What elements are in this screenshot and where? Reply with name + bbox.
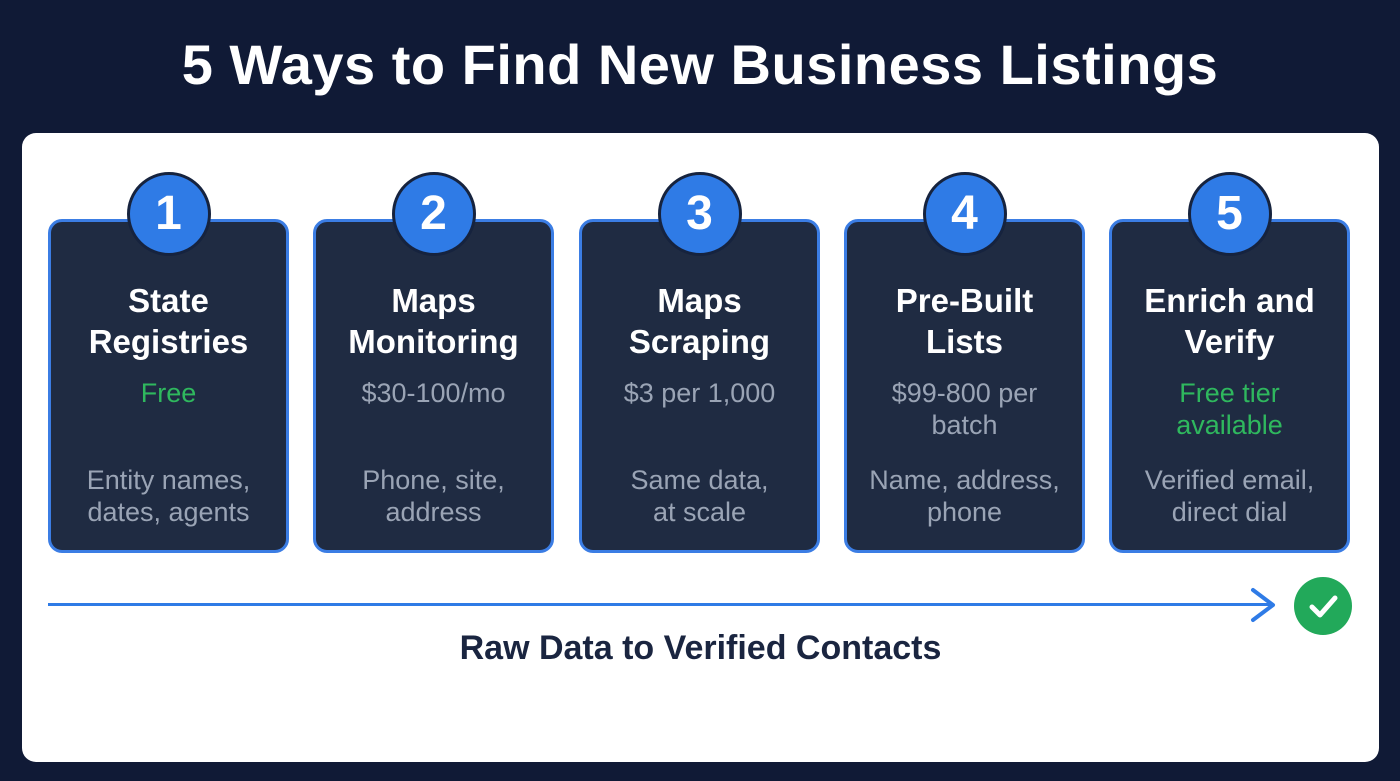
step-description: Verified email, direct dial bbox=[1144, 465, 1315, 527]
step-card-1: 1 State Registries Free Entity names, da… bbox=[48, 172, 289, 553]
step-description: Phone, site, address bbox=[362, 465, 505, 527]
arrow-right-icon bbox=[1251, 588, 1275, 622]
step-card-3: 3 Maps Scraping $3 per 1,000 Same data, … bbox=[579, 172, 820, 553]
step-price: $30-100/mo bbox=[361, 378, 506, 408]
step-number-badge: 4 bbox=[922, 172, 1007, 256]
step-title: Maps Monitoring bbox=[348, 282, 519, 360]
step-title: Maps Scraping bbox=[628, 282, 771, 360]
step-title: State Registries bbox=[88, 282, 249, 360]
step-card-2: 2 Maps Monitoring $30-100/mo Phone, site… bbox=[313, 172, 554, 553]
step-number-badge: 1 bbox=[126, 172, 211, 256]
step-price: Free tier available bbox=[1176, 378, 1283, 440]
step-description: Same data, at scale bbox=[630, 465, 769, 527]
step-title: Pre-Built Lists bbox=[895, 282, 1034, 360]
diagram-panel: 1 State Registries Free Entity names, da… bbox=[22, 133, 1379, 762]
step-description: Entity names, dates, agents bbox=[86, 465, 251, 527]
step-price: Free bbox=[140, 378, 197, 408]
step-number-badge: 3 bbox=[657, 172, 742, 256]
flow-label: Raw Data to Verified Contacts bbox=[459, 629, 942, 667]
check-circle-icon bbox=[1294, 577, 1352, 635]
step-number-badge: 2 bbox=[391, 172, 476, 256]
step-price: $3 per 1,000 bbox=[623, 378, 776, 408]
step-card-5: 5 Enrich and Verify Free tier available … bbox=[1109, 172, 1350, 553]
step-description: Name, address, phone bbox=[869, 465, 1060, 527]
page-title: 5 Ways to Find New Business Listings bbox=[181, 33, 1219, 96]
step-card-4: 4 Pre-Built Lists $99-800 per batch Name… bbox=[844, 172, 1085, 553]
step-number-badge: 5 bbox=[1187, 172, 1272, 256]
progress-arrow-line bbox=[48, 603, 1270, 606]
step-price: $99-800 per batch bbox=[891, 378, 1038, 440]
step-title: Enrich and Verify bbox=[1144, 282, 1315, 360]
